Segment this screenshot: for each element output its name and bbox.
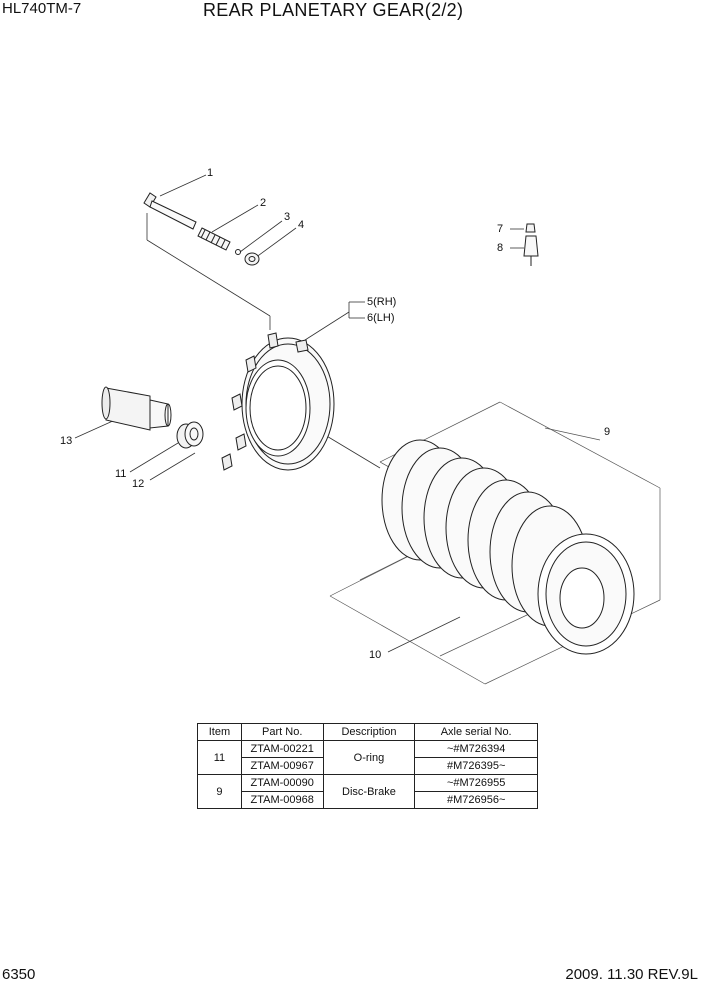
callout-5: 5(RH) [367,296,397,308]
header-axle-serial: Axle serial No. [414,723,538,741]
callout-1: 1 [207,167,214,179]
date-revision: 2009. 11.30 REV.9L [565,966,698,983]
header-part-no: Part No. [240,723,324,741]
cell-description: O-ring [322,740,416,775]
callout-9: 9 [604,426,611,438]
header-item: Item [197,723,242,741]
callout-8: 8 [497,242,504,254]
callout-3: 3 [284,211,291,223]
cell-item: 9 [197,774,242,809]
sleeve-pin-part [101,386,172,431]
callout-13: 13 [60,435,73,447]
table-row: ZTAM-00968 #M726956~ [198,791,538,809]
cell-part-no: ZTAM-00221 [240,740,324,758]
table-row: 9 ZTAM-00090 Disc-Brake ~#M726955 [197,774,538,809]
cell-serial: #M726956~ [414,791,538,809]
table-row: 11 ZTAM-00221 O-ring ~#M726394 [197,740,538,775]
parts-table: Item Part No. Description Axle serial No… [197,723,538,809]
cell-serial: ~#M726394 [414,740,538,758]
breather-fitting-part [523,223,539,266]
callout-2: 2 [260,197,267,209]
leader-lines [74,174,524,653]
bolt-part [143,192,197,230]
header-description: Description [322,723,416,741]
cell-part-no: ZTAM-00090 [240,774,324,792]
threaded-pin-part [197,227,231,251]
washer-part [235,249,241,255]
cell-serial: #M726395~ [414,757,538,775]
model-label: HL740TM-7 [2,0,82,17]
brake-disc-stack-part [381,439,635,655]
callout-10: 10 [369,649,382,661]
cell-description: Disc-Brake [322,774,416,809]
cell-serial: ~#M726955 [414,774,538,792]
page-number: 6350 [2,966,36,983]
cell-item: 11 [197,740,242,775]
ring-gear-hub-part [221,332,335,471]
nut-part [244,252,260,266]
callout-6: 6(LH) [367,312,395,324]
bushing-oring-part [176,421,204,449]
callout-4: 4 [298,219,305,231]
page-title: REAR PLANETARY GEAR(2/2) [203,0,464,20]
cell-part-no: ZTAM-00967 [240,757,324,775]
cell-part-no: ZTAM-00968 [240,791,324,809]
callout-7: 7 [497,223,504,235]
callout-12: 12 [132,478,145,490]
table-row: ZTAM-00967 #M726395~ [198,757,538,775]
table-header-row: Item Part No. Description Axle serial No… [197,723,538,741]
callout-11: 11 [115,468,127,480]
